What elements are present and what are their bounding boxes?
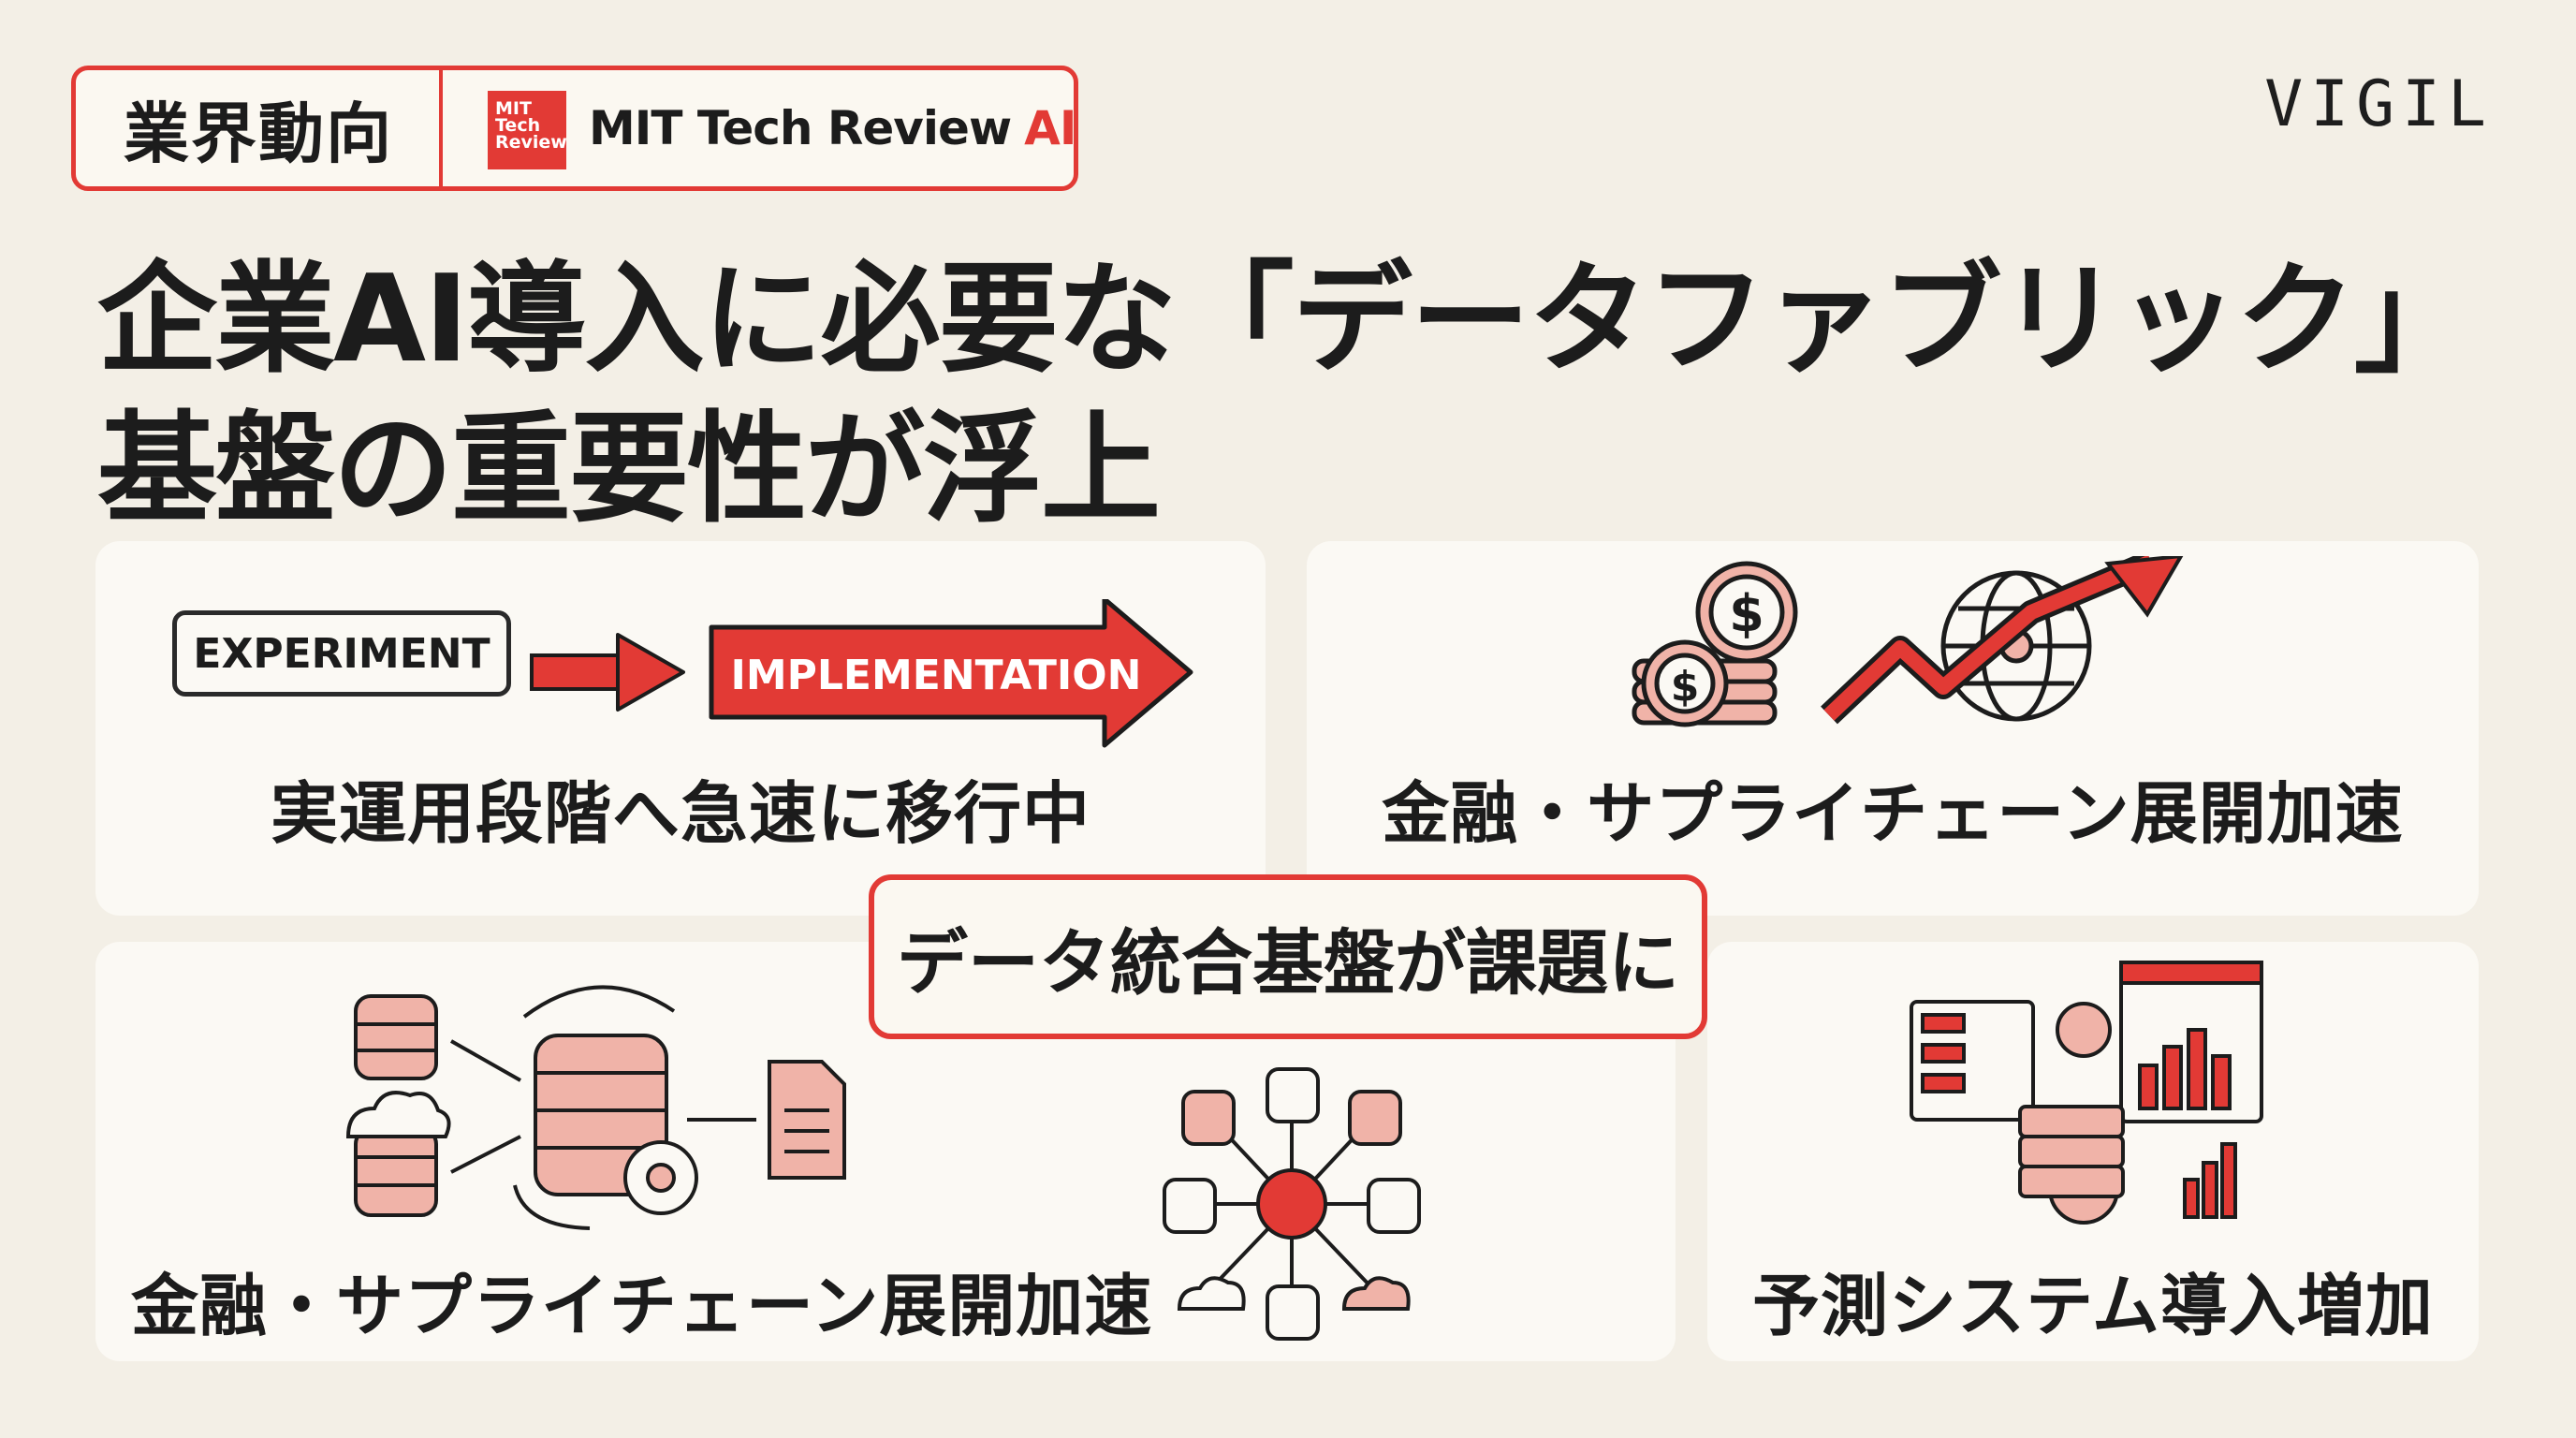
small-arrow-icon [530, 633, 685, 712]
implementation-arrow-icon: IMPLEMENTATION [709, 599, 1193, 748]
prediction-caption: 予測システム導入増加 [1752, 1267, 2434, 1345]
mit-tech-review-logo: MIT Tech Review [488, 91, 567, 169]
experiment-label: EXPERIMENT [172, 610, 511, 697]
svg-text:$: $ [1671, 663, 1700, 711]
center-label: データ統合基盤が課題に [869, 874, 1707, 1039]
transition-arrows: IMPLEMENTATION [530, 599, 1193, 748]
growth-caption: 金融・サプライチェーン展開加速 [1382, 774, 2404, 853]
implementation-label: IMPLEMENTATION [730, 652, 1141, 699]
category-tag-label: 業界動向 [124, 95, 393, 172]
growth-panel [1307, 541, 2479, 916]
analytics-dashboard-icon [1910, 961, 2263, 1225]
tag-divider [439, 70, 443, 186]
svg-text:$: $ [1729, 584, 1764, 643]
title-line-1: 企業AI導入に必要な「データファブリック」 [97, 250, 2474, 389]
title-line-2: 基盤の重要性が浮上 [97, 400, 1161, 539]
transition-caption: 実運用段階へ急速に移行中 [270, 774, 1090, 853]
integration-caption: 金融・サプライチェーン展開加速 [131, 1267, 1153, 1345]
page-title: 企業AI導入に必要な「データファブリック」 基盤の重要性が浮上 [97, 245, 2494, 545]
publisher-suffix: AI [1024, 101, 1076, 155]
growth-illustration: $ $ [1632, 556, 2184, 727]
data-hub-icon [1163, 1067, 1421, 1341]
brand-logo: VIGIL [2264, 67, 2494, 141]
coin-stack-icon: $ $ [1632, 561, 1798, 727]
growth-arrow-icon [1821, 556, 2184, 725]
database-sync-icon [345, 985, 846, 1230]
transition-panel [95, 541, 1266, 916]
